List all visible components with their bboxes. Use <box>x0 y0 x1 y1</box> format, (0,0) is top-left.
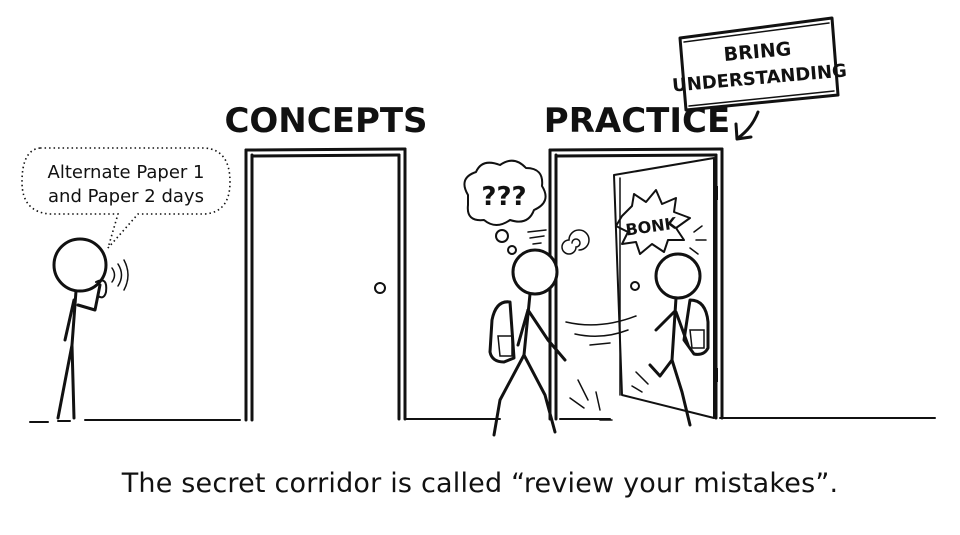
bonked-student <box>565 252 710 427</box>
confused-student <box>488 248 567 437</box>
speech-bubble: Alternate Paper 1 and Paper 2 days <box>21 147 231 249</box>
concepts-label: CONCEPTS <box>224 101 427 141</box>
speaker-stick-figure <box>52 237 129 420</box>
thought-text: ??? <box>481 182 526 212</box>
caption-text: The secret corridor is called “review yo… <box>121 468 839 499</box>
door-knob <box>374 282 386 294</box>
speech-line-1: Alternate Paper 1 <box>48 162 205 183</box>
bonk-text: BONK <box>624 213 678 239</box>
bonk-burst: BONK <box>615 189 707 255</box>
floor-line <box>29 417 936 423</box>
practice-door <box>548 147 724 421</box>
speech-line-2: and Paper 2 days <box>48 186 204 207</box>
thought-bubble: ??? <box>463 159 590 255</box>
concepts-door <box>244 147 407 422</box>
bring-understanding-sign: BRING UNDERSTANDING <box>671 16 848 141</box>
